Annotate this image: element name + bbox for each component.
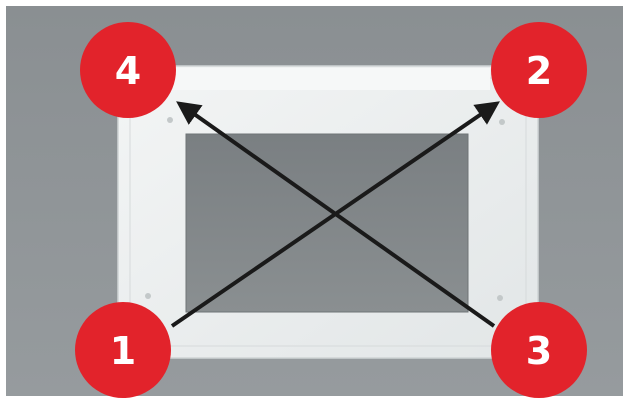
badge-1: 1 xyxy=(75,302,171,398)
arrow-3-to-4 xyxy=(176,101,496,328)
badge-1-label: 1 xyxy=(110,329,136,373)
badge-3-label: 3 xyxy=(526,329,552,373)
frame-top-edge xyxy=(170,68,490,90)
screw-hole-top-right xyxy=(499,119,505,125)
screw-hole-bottom-right xyxy=(497,295,503,301)
badge-2: 2 xyxy=(491,22,587,118)
screw-hole-top-left xyxy=(167,117,173,123)
badge-3: 3 xyxy=(491,302,587,398)
badge-4-label: 4 xyxy=(115,49,141,93)
screw-hole-bottom-left xyxy=(145,293,151,299)
badge-2-label: 2 xyxy=(526,49,552,93)
badge-4: 4 xyxy=(80,22,176,118)
